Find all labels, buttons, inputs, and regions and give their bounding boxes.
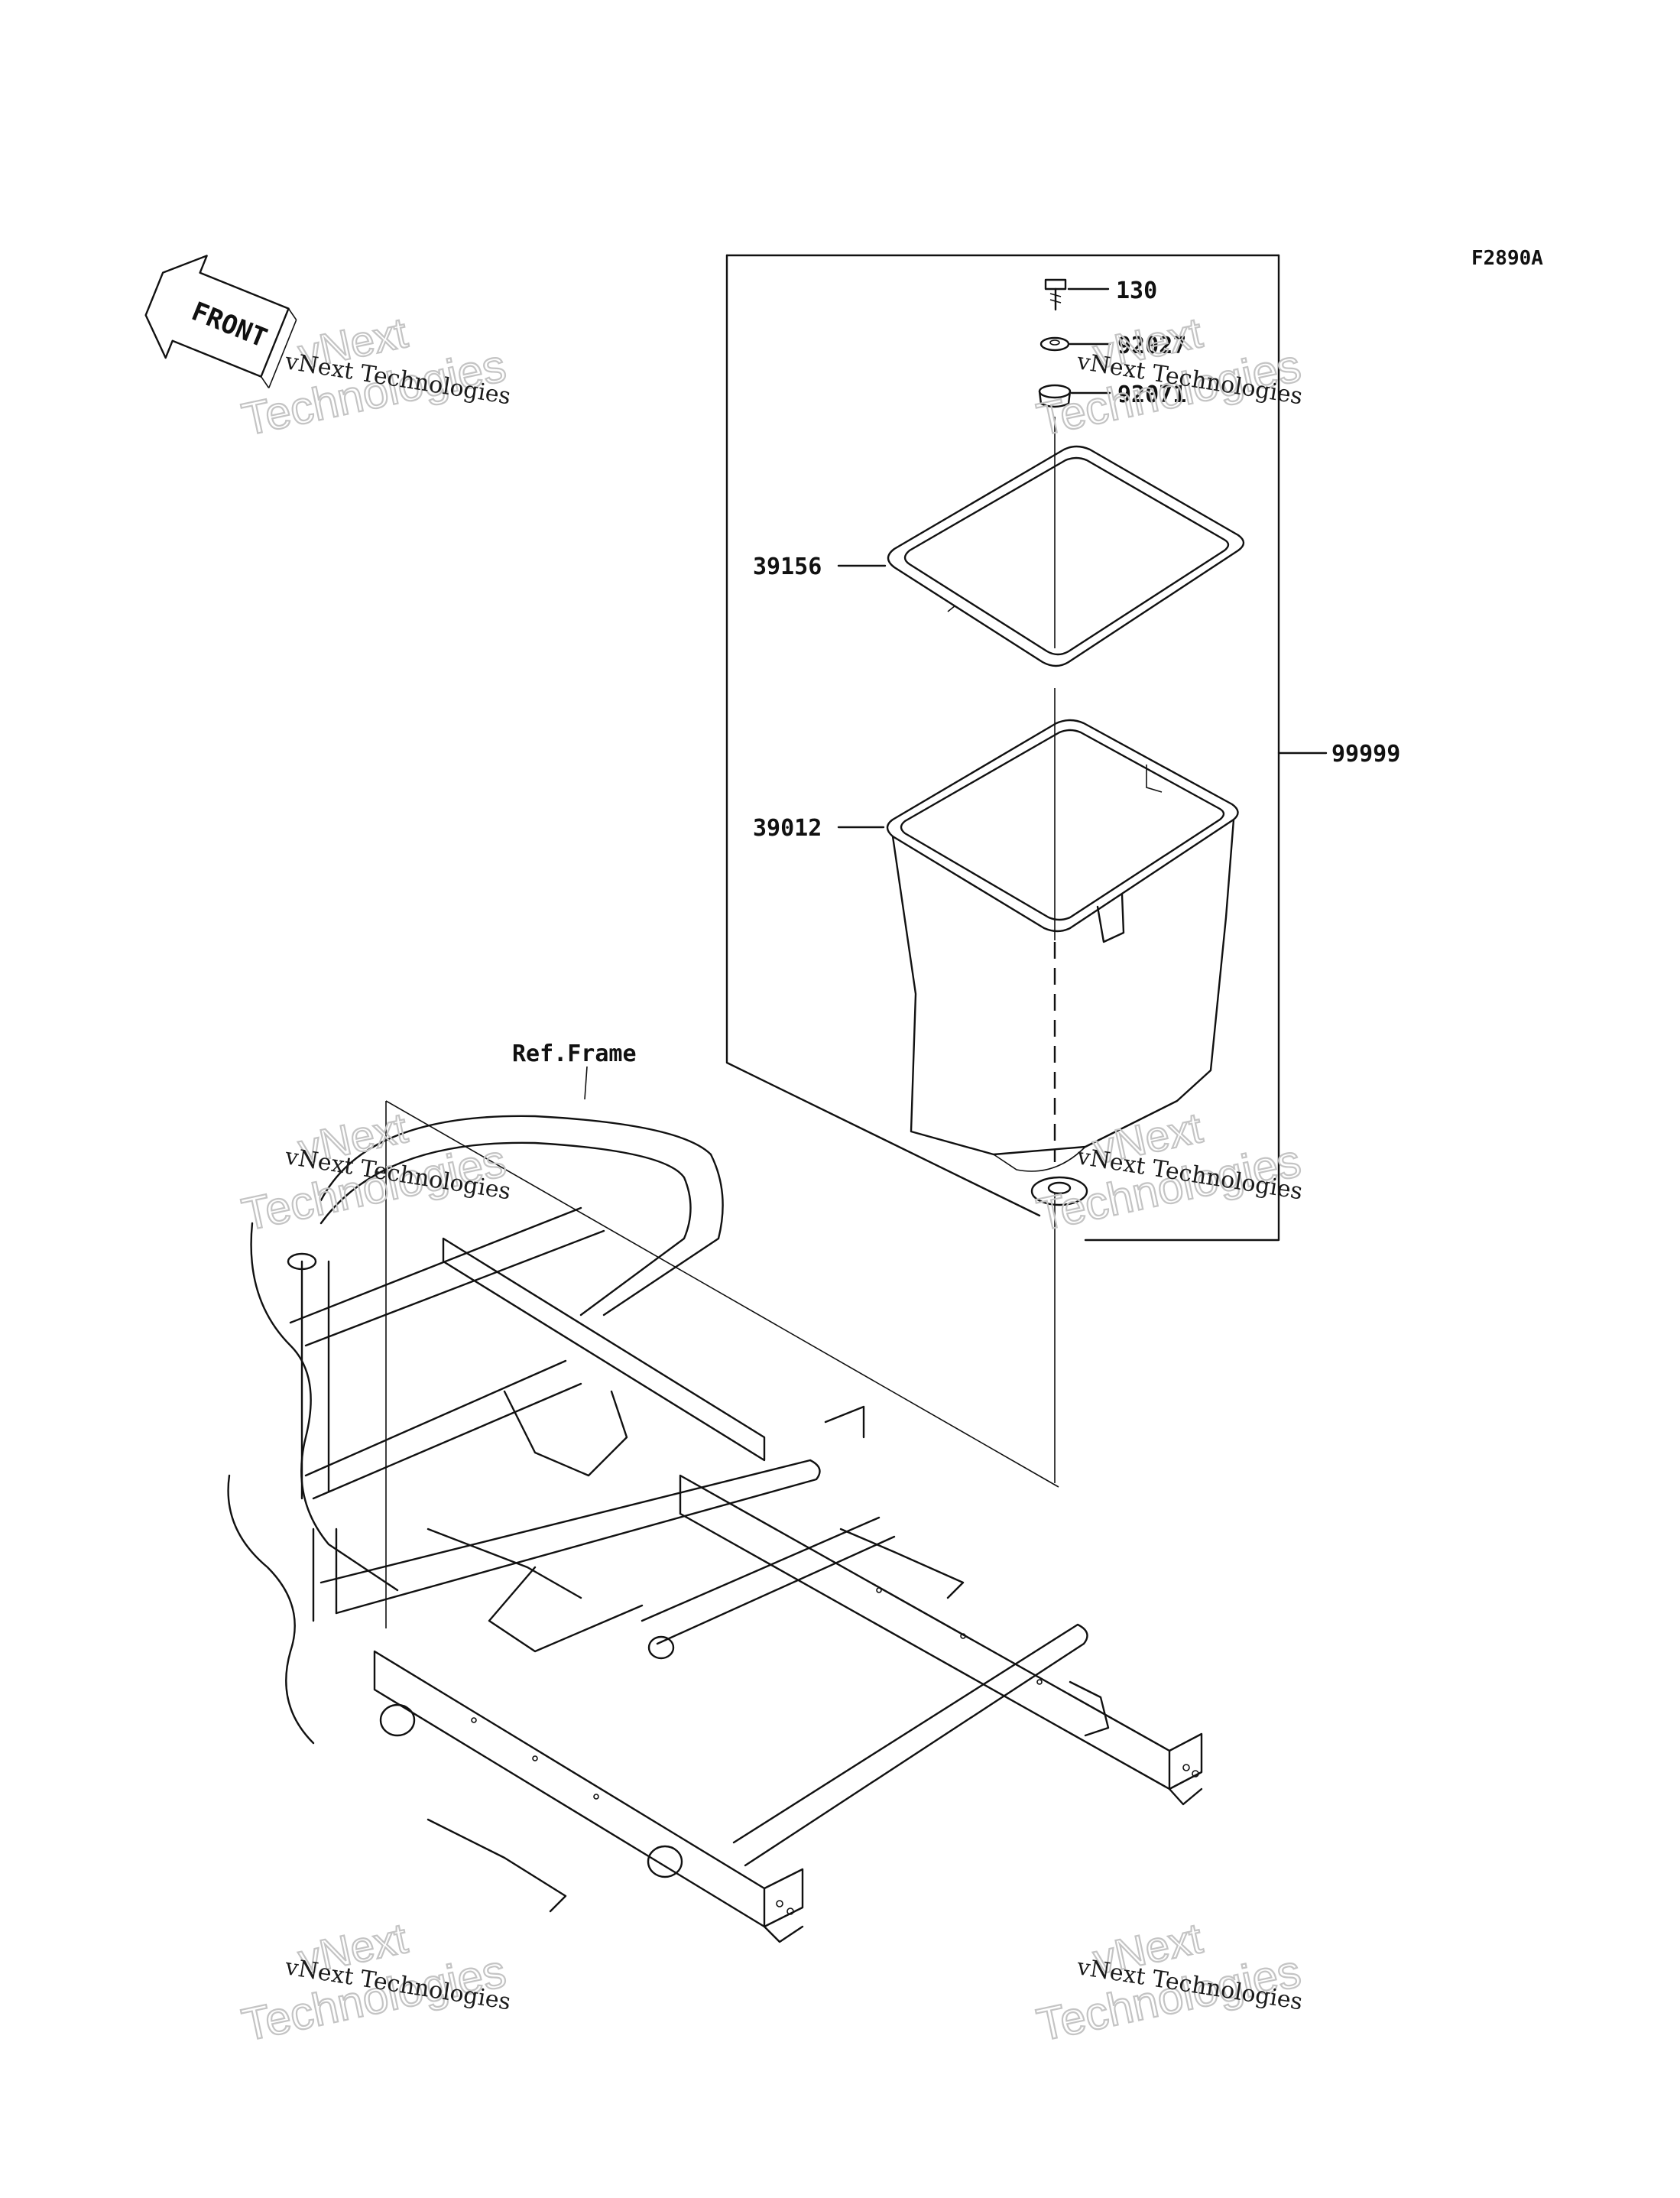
grommet-92071: [1038, 384, 1111, 408]
front-arrow-label: FRONT: [187, 296, 271, 353]
front-direction-arrow-icon: FRONT: [144, 255, 297, 388]
seal-ring-39156: [837, 445, 1245, 667]
vehicle-frame: [227, 1115, 1203, 1943]
kit-bracket: [725, 254, 1328, 1242]
drain-grommet: [1030, 1176, 1088, 1206]
part-number-92027: 92027: [1117, 333, 1186, 359]
frame-mount-outline: [385, 1066, 1059, 1628]
part-number-92071: 92071: [1117, 381, 1186, 408]
storage-box-39012: [837, 719, 1239, 1172]
part-number-99999: 99999: [1331, 741, 1400, 768]
part-number-39156: 39156: [753, 554, 822, 580]
washer-92027: [1039, 336, 1111, 352]
bolt-130: [1044, 278, 1110, 311]
figure-code: F2890A: [1471, 247, 1543, 270]
part-number-130: 130: [1116, 278, 1157, 304]
ref-frame-label: Ref.Frame: [512, 1041, 637, 1067]
part-number-39012: 39012: [753, 815, 822, 842]
